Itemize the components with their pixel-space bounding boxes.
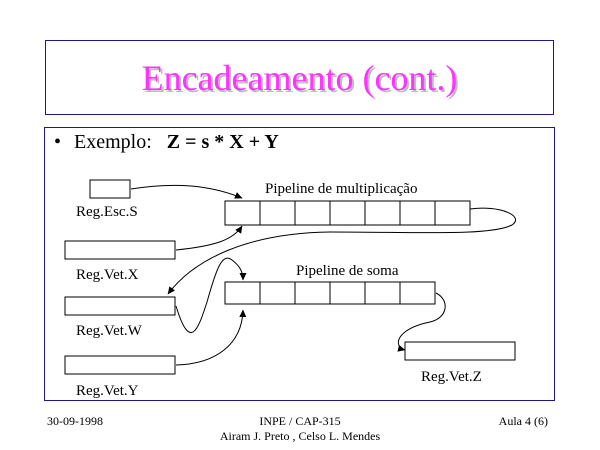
bullet-line: • Exemplo: Z = s * X + Y [54,131,279,154]
pipeline-soma-stage [399,281,436,305]
arrow-y-to-soma [175,309,247,366]
footer-institution: INPE / CAP-315 [259,414,341,428]
pipeline-soma-stage [364,281,401,305]
pipeline-mult-stage [259,200,296,226]
arrow-x-to-mult [175,225,243,251]
reg-vet-z-label: Reg.Vet.Z [421,369,482,385]
reg-vet-x-label: Reg.Vet.X [76,267,139,283]
reg-vet-y-box [64,355,176,375]
footer-authors: Airam J. Preto , Celso L. Mendes [219,429,381,443]
pipeline-mult-stage [399,200,436,226]
pipeline-soma-label: Pipeline de soma [296,263,399,279]
pipeline-mult-stage [224,200,261,226]
arrow-soma-to-z [397,292,446,352]
reg-vet-y-label: Reg.Vet.Y [76,383,139,399]
reg-vet-w-label: Reg.Vet.W [76,323,143,339]
pipeline-soma-stage [294,281,331,305]
pipeline-mult-stage [329,200,366,226]
reg-esc-s-label: Reg.Esc.S [76,204,138,220]
pipeline-soma-stage [329,281,366,305]
footer-page: Aula 4 (6) [498,414,548,428]
pipeline-mult-stage [294,200,331,226]
reg-vet-z-box [404,341,516,361]
arrow-w-to-soma [175,257,247,333]
arrow-mult-out [167,207,516,295]
content-frame [44,127,555,401]
slide-title: Encadeamento (cont.) [141,58,458,98]
pipeline-soma [224,281,436,305]
pipeline-soma-stage [259,281,296,305]
footer-date: 30-09-1998 [47,414,103,428]
pipeline-mult-stage [364,200,401,226]
pipeline-mult [224,200,471,226]
pipeline-mult-label: Pipeline de multiplicação [265,181,417,197]
bullet-symbol: • [54,131,62,153]
pipeline-soma-stage [224,281,261,305]
reg-esc-s-box [89,179,131,199]
reg-vet-x-box [64,240,176,260]
bullet-expression: Z = s * X + Y [166,131,279,153]
title-frame: Encadeamento (cont.) [45,40,554,115]
pipeline-mult-stage [434,200,471,226]
footer-center: INPE / CAP-315 Airam J. Preto , Celso L.… [200,414,400,444]
reg-vet-w-box [64,296,176,316]
bullet-label: Exemplo: [74,131,152,153]
arrow-s-to-mult [130,184,243,199]
